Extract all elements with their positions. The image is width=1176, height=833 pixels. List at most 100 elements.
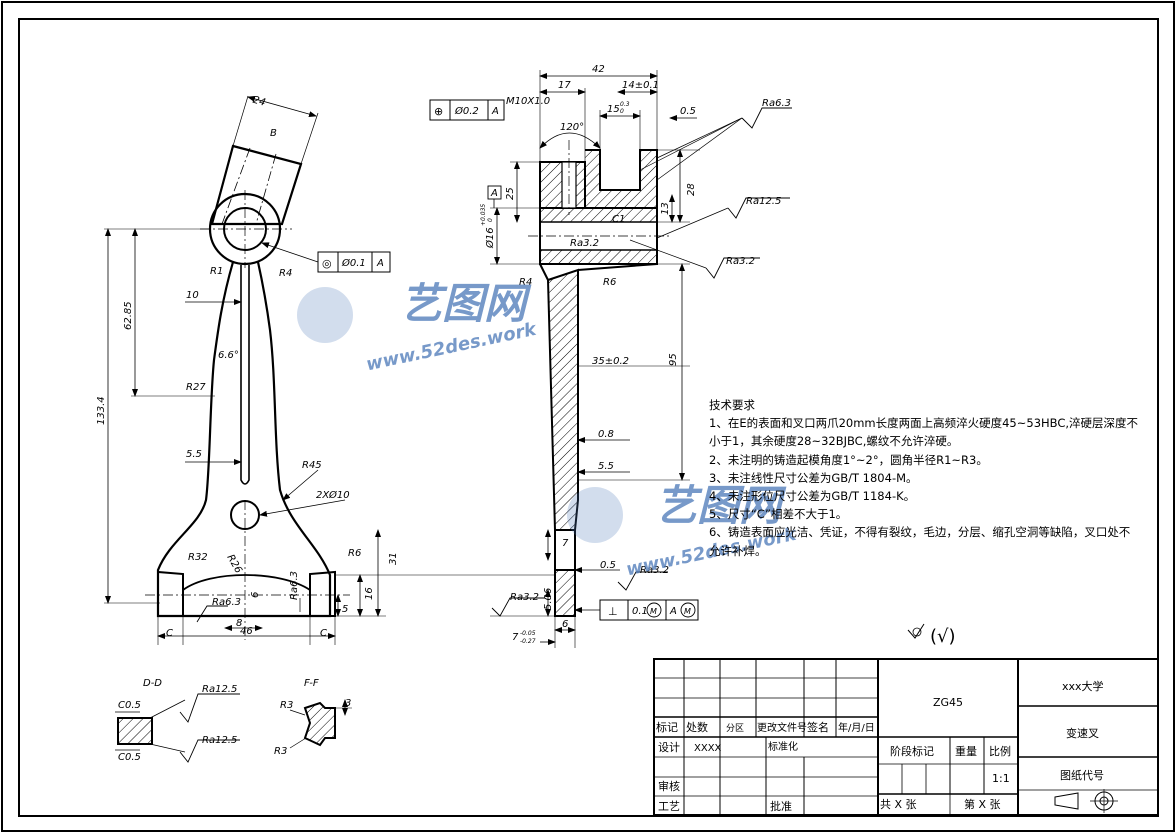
- watermark-brand-bottom: 艺图网: [655, 481, 787, 530]
- right-fcf-bottom-datum: A: [669, 606, 677, 617]
- tb-drawing-code: 图纸代号: [1060, 769, 1104, 782]
- dim-7-lower: -0.27: [520, 638, 536, 645]
- datum-a-box: A: [490, 188, 498, 199]
- dim-14: 14±0.1: [622, 80, 659, 91]
- dim-133-4: 133.4: [96, 396, 107, 425]
- ra-6-3-left: Ra6.3: [212, 597, 241, 608]
- tb-standardize: 标准化: [768, 740, 798, 753]
- ra-3-2-right: Ra3.2: [726, 256, 755, 267]
- dim-15-upper: 0.3: [620, 101, 630, 108]
- tb-mark: 标记: [656, 720, 678, 734]
- right-fcf-bottom-symbol: ⊥: [608, 605, 618, 618]
- dim-r4-right: R4: [519, 277, 532, 288]
- tech-note-4: 4、未注形位尺寸公差为GB/T 1184-K。: [709, 489, 916, 504]
- dd-ra-12-5-bottom: Ra12.5: [202, 735, 237, 746]
- dim-8: 8: [236, 618, 242, 629]
- dim-17: 17: [558, 80, 571, 91]
- right-fcf-top-tol: Ø0.2: [454, 105, 479, 117]
- tech-notes-title: 技术要求: [709, 398, 755, 412]
- tb-date: 年/月/日: [838, 721, 875, 734]
- ra-3-2-bore: Ra3.2: [570, 238, 599, 249]
- right-fcf-top-datum: A: [491, 106, 499, 117]
- tb-review: 审核: [658, 779, 680, 793]
- dim-m10: M10X1.0: [506, 96, 550, 107]
- dim-0-5-top: 0.5: [680, 106, 696, 117]
- dim-0-8: 0.8: [598, 429, 614, 440]
- dd-ra-12-5-top: Ra12.5: [202, 684, 237, 695]
- tb-part-name: 变速叉: [1066, 726, 1099, 740]
- dim-r6: R6: [348, 548, 361, 559]
- tb-material: ZG45: [933, 696, 963, 709]
- watermark-top: 艺图网 www.52des.work: [297, 279, 539, 375]
- dim-2xd10: 2XØ10: [316, 489, 350, 501]
- dim-46: 46: [240, 626, 253, 637]
- dim-7-mid: 7: [562, 538, 569, 549]
- dim-35: 35±0.2: [592, 356, 629, 367]
- tb-school: xxx大学: [1062, 679, 1104, 693]
- tech-note-2: 2、未注明的铸造起模角度1°~2°，圆角半径R1~R3。: [709, 452, 988, 467]
- watermark-brand-top: 艺图网: [400, 279, 532, 328]
- dim-6: 6: [250, 592, 261, 598]
- left-fcf-datum: A: [376, 258, 384, 269]
- tb-approve: 批准: [770, 799, 792, 813]
- right-fcf-bottom-datum-mod: M: [684, 607, 691, 616]
- dim-95: 95: [668, 353, 679, 366]
- tb-signature: 签名: [807, 720, 829, 734]
- dim-7-bottom: 7: [512, 632, 519, 643]
- dim-13: 13: [660, 202, 671, 215]
- dim-6-bottom: 6: [562, 619, 568, 630]
- dim-r26: R26: [224, 553, 243, 576]
- dim-15: 15: [607, 104, 620, 115]
- dim-r4: R4: [279, 268, 292, 279]
- inner-border: [18, 18, 1159, 817]
- section-dd: [115, 693, 240, 763]
- right-fcf-bottom-mod: M: [650, 607, 657, 616]
- ra-6-3-right: Ra6.3: [289, 571, 300, 600]
- dim-24: 24: [251, 95, 266, 109]
- left-fcf-symbol: ◎: [322, 257, 332, 270]
- dim-5-5-right: 5.5: [598, 461, 614, 472]
- ra-12-5: Ra12.5: [746, 196, 781, 207]
- dim-5-06: 5.06: [543, 588, 554, 610]
- dim-r45: R45: [302, 460, 322, 471]
- roughness-note-text: (√): [930, 626, 956, 647]
- tb-weight: 重量: [955, 744, 977, 758]
- tech-note-1: 1、在E的表面和叉口两爪20mm长度两面上高频淬火硬度45~53HBC,淬硬层深…: [709, 416, 1139, 449]
- tech-note-3: 3、未注线性尺寸公差为GB/T 1804-M。: [709, 470, 918, 485]
- dim-d16-lower: 0: [487, 218, 494, 222]
- ra-3-2-foot: Ra3.2: [640, 565, 669, 576]
- tb-change-doc: 更改文件号: [757, 721, 807, 734]
- dim-28: 28: [686, 183, 697, 196]
- dim-42: 42: [592, 64, 605, 75]
- tech-note-5: 5、尺寸“C”相差不大于1。: [709, 507, 848, 522]
- boss-outline: [210, 144, 303, 226]
- dim-25: 25: [505, 187, 516, 200]
- dim-c1: C1: [612, 214, 625, 225]
- tb-zone: 分区: [726, 723, 744, 734]
- dim-r32: R32: [188, 552, 208, 563]
- left-fcf-tol: Ø0.1: [341, 257, 366, 269]
- tech-notes: 技术要求 1、在E的表面和叉口两爪20mm长度两面上高频淬火硬度45~53HBC…: [709, 396, 1139, 560]
- roughness-general: [907, 623, 925, 639]
- ff-3: 3: [345, 698, 351, 709]
- tb-scale-label: 比例: [989, 744, 1011, 758]
- dim-62-85: 62.85: [123, 301, 134, 330]
- dim-6-6deg: 6.6°: [218, 350, 239, 361]
- tb-stage-mark: 阶段标记: [890, 744, 934, 758]
- tb-sheets-total: 共 X 张: [880, 798, 917, 811]
- dim-b: B: [270, 128, 277, 139]
- dim-16: 16: [364, 587, 375, 600]
- dim-r27: R27: [186, 382, 206, 393]
- right-fcf-bottom-tol: 0.1: [632, 606, 648, 617]
- dim-10: 10: [186, 290, 199, 301]
- section-ff-label: F-F: [304, 678, 319, 689]
- right-fcf-top: [429, 99, 505, 121]
- section-dd-label: D-D: [143, 678, 162, 689]
- dim-0-5-bottom: 0.5: [600, 560, 616, 571]
- tech-note-6: 6、铸造表面应光洁、凭证，不得有裂纹，毛边，分层、缩孔空洞等缺陷，叉口处不允许补…: [709, 525, 1131, 558]
- left-fcf: [317, 251, 391, 273]
- stem-section: [546, 268, 579, 531]
- dim-r6-right: R6: [603, 277, 616, 288]
